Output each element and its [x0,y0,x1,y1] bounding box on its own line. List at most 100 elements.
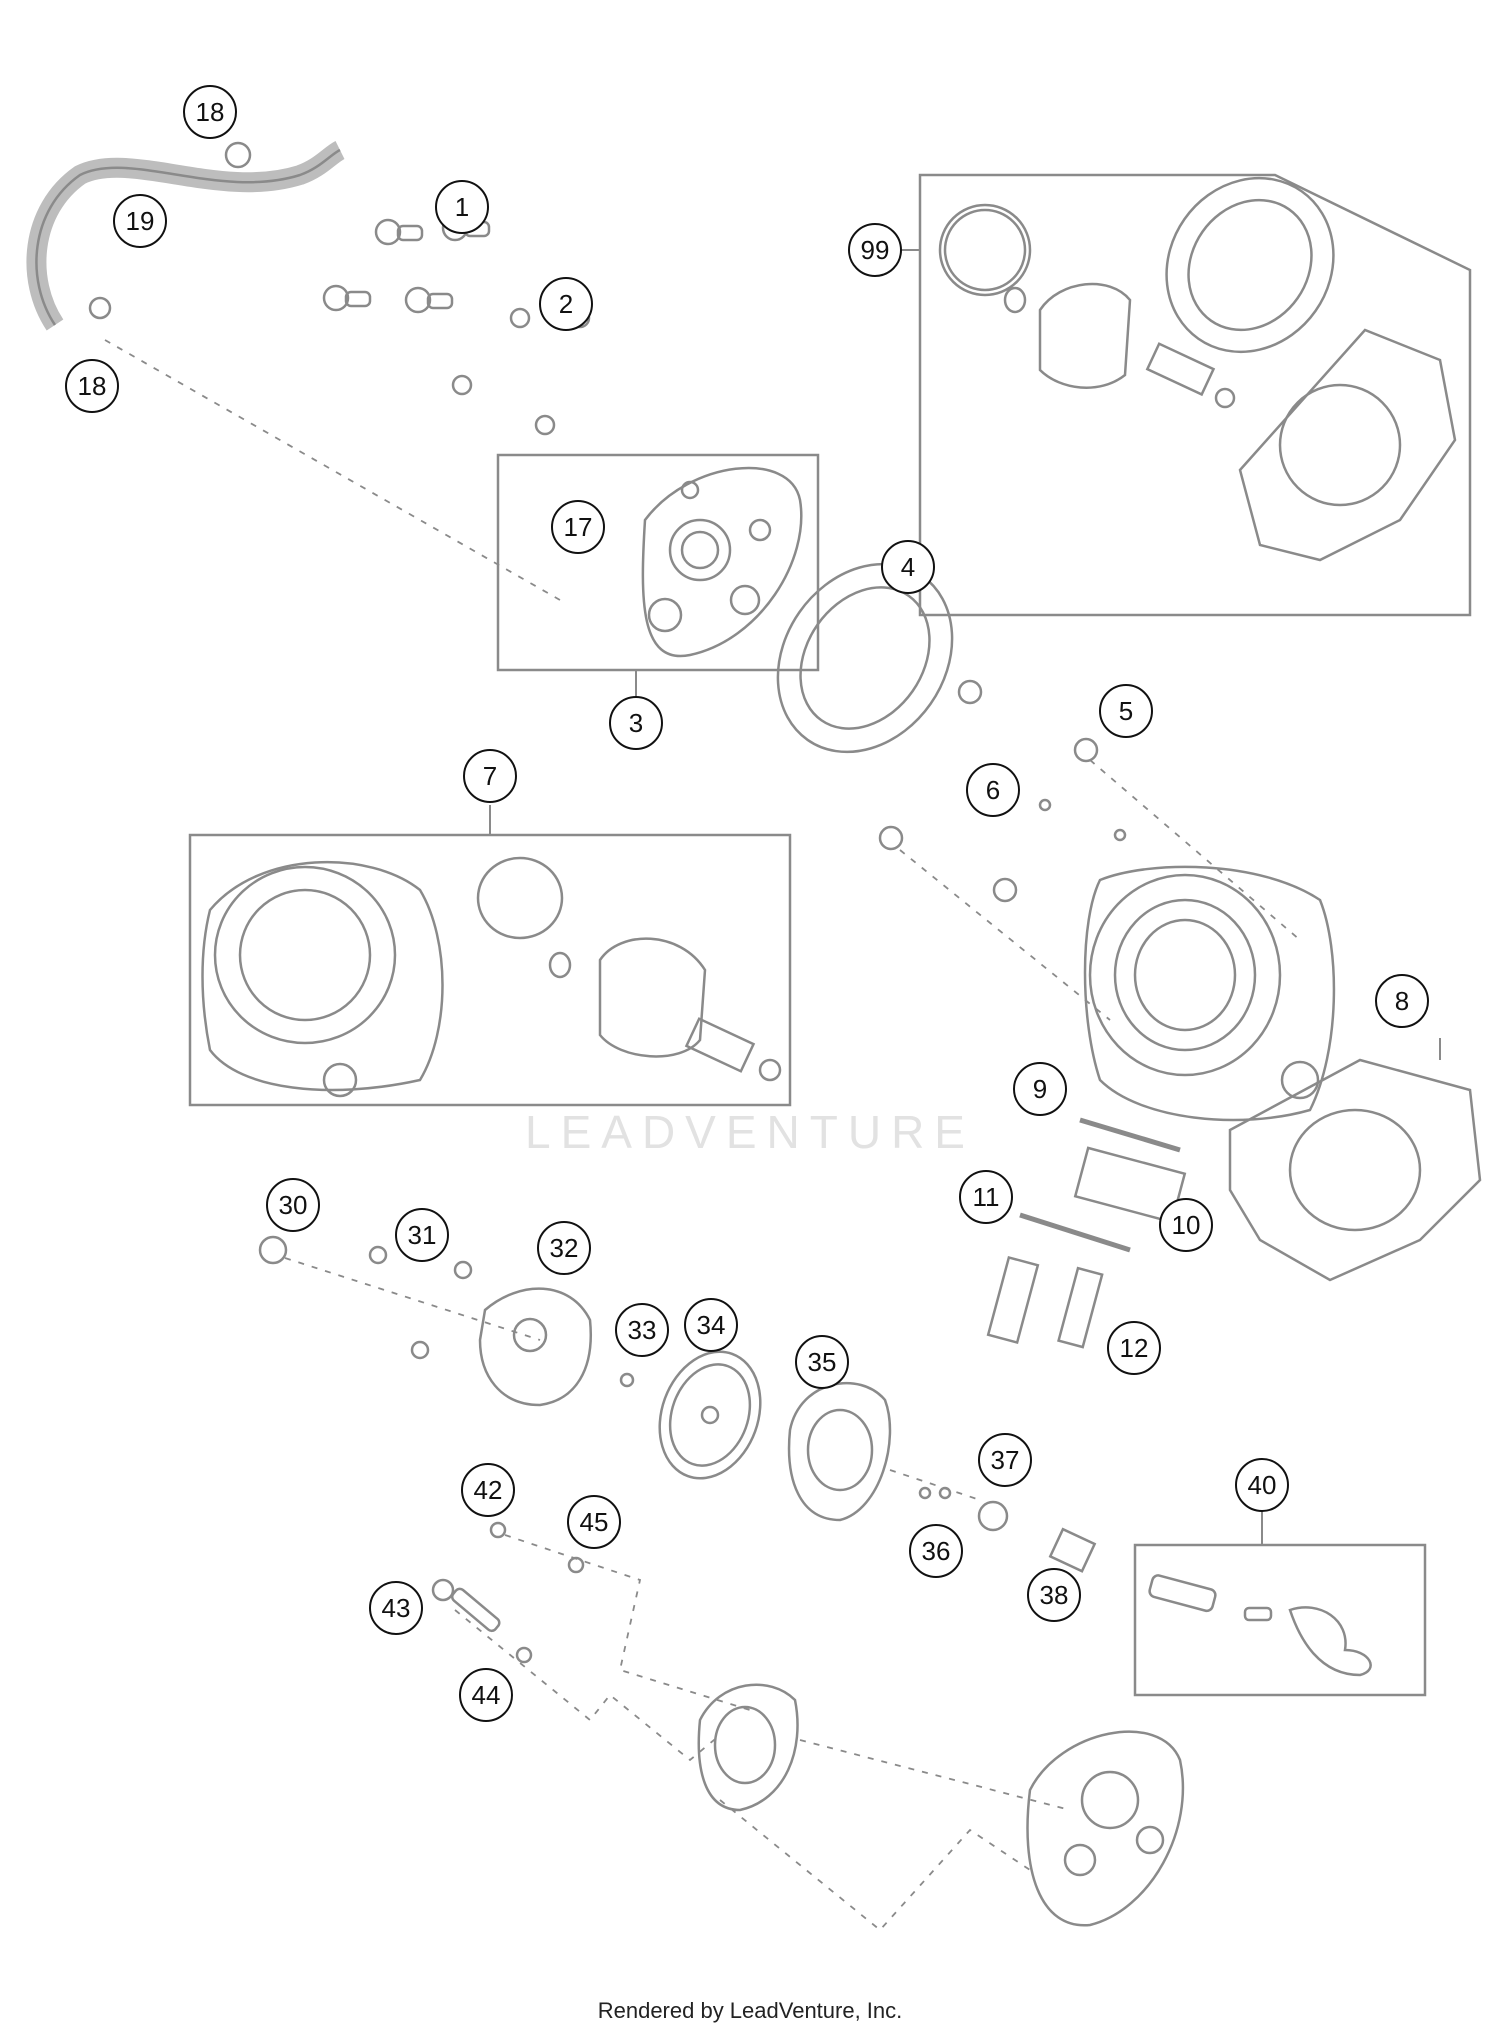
callout-label: 18 [196,97,225,127]
callout-label: 45 [580,1507,609,1537]
callout-5: 5 [1099,684,1153,738]
callout-circle [459,1668,513,1722]
valve-housing-35 [787,1381,892,1522]
callout-circle [567,1495,621,1549]
callout-30: 30 [266,1178,320,1232]
callout-7: 7 [463,749,517,803]
callout-19: 19 [113,194,167,248]
callout-36: 36 [909,1524,963,1578]
callout-18: 18 [65,359,119,413]
callout-circle [848,223,902,277]
callout-32: 32 [537,1221,591,1275]
callout-circle [1099,684,1153,738]
callout-circle [1375,974,1429,1028]
callout-3: 3 [609,696,663,750]
callout-label: 19 [126,206,155,236]
callout-99: 99 [848,223,902,277]
cylinder-head-box [496,453,820,672]
callout-circle [615,1303,669,1357]
callout-circle [395,1208,449,1262]
callout-label: 40 [1248,1470,1277,1500]
callout-label: 17 [564,512,593,542]
callout-label: 32 [550,1233,579,1263]
callout-circle [65,359,119,413]
callout-circle [1027,1568,1081,1622]
footer-credit: Rendered by LeadVenture, Inc. [597,1998,903,2023]
callout-43: 43 [369,1581,423,1635]
callout-label: 43 [382,1593,411,1623]
callout-label: 37 [991,1445,1020,1475]
callout-4: 4 [881,540,935,594]
piston-7 [598,937,707,1058]
callout-10: 10 [1159,1198,1213,1252]
callout-circle [959,1170,1013,1224]
callout-circle [551,500,605,554]
callout-label: 12 [1120,1333,1149,1363]
callout-label: 31 [408,1220,437,1250]
callout-circle [881,540,935,594]
callout-1: 1 [435,180,489,234]
callout-40: 40 [1235,1458,1289,1512]
callout-6: 6 [966,763,1020,817]
callout-label: 3 [629,708,643,738]
callout-circle [435,180,489,234]
callout-44: 44 [459,1668,513,1722]
callout-circle [113,194,167,248]
callout-label: 6 [986,775,1000,805]
cylinder-head-3 [641,466,803,658]
callout-label: 5 [1119,696,1133,726]
callout-9: 9 [1013,1062,1067,1116]
callout-circle [539,277,593,331]
callout-label: 9 [1033,1074,1047,1104]
callout-38: 38 [1027,1568,1081,1622]
callout-label: 38 [1040,1580,1069,1610]
diaphragm-34 [658,1350,762,1480]
callout-label: 33 [628,1315,657,1345]
valve-kit-box [1133,1543,1427,1697]
callout-label: 30 [279,1190,308,1220]
base-gasket-8 [1228,1058,1482,1282]
callout-circle [978,1433,1032,1487]
callout-circle [1013,1062,1067,1116]
head-gasket-4 [776,562,954,754]
callout-11: 11 [959,1170,1013,1224]
callout-label: 34 [697,1310,726,1340]
callout-label: 7 [483,761,497,791]
callout-circle [463,749,517,803]
callout-label: 36 [922,1536,951,1566]
callout-circle [266,1178,320,1232]
callout-31: 31 [395,1208,449,1262]
callout-circle [1107,1321,1161,1375]
callout-circle [1235,1458,1289,1512]
valve-cover-32 [478,1287,592,1407]
cylinder-7 [201,860,444,1098]
cylinder-right [1083,865,1336,1122]
spring-38 [1048,1527,1097,1573]
callout-2: 2 [539,277,593,331]
callout-circle [909,1524,963,1578]
callout-45: 45 [567,1495,621,1549]
gasket-kit-box [918,173,1472,617]
cylinder-kit-box [188,833,792,1107]
valve-housing-lower [697,1683,799,1812]
callout-37: 37 [978,1433,1032,1487]
callout-circle [183,85,237,139]
watermark: LEADVENTURE [525,1106,975,1158]
callout-12: 12 [1107,1321,1161,1375]
callout-34: 34 [684,1298,738,1352]
needle-bearing-10 [1073,1146,1187,1224]
callout-label: 4 [901,552,915,582]
callout-42: 42 [461,1463,515,1517]
callout-label: 8 [1395,986,1409,1016]
callout-label: 18 [78,371,107,401]
callout-label: 11 [973,1182,1000,1212]
callout-circle [684,1298,738,1352]
callout-33: 33 [615,1303,669,1357]
callout-circle [461,1463,515,1517]
callout-18: 18 [183,85,237,139]
callout-label: 1 [455,192,469,222]
callout-circle [966,763,1020,817]
callout-label: 44 [472,1680,501,1710]
